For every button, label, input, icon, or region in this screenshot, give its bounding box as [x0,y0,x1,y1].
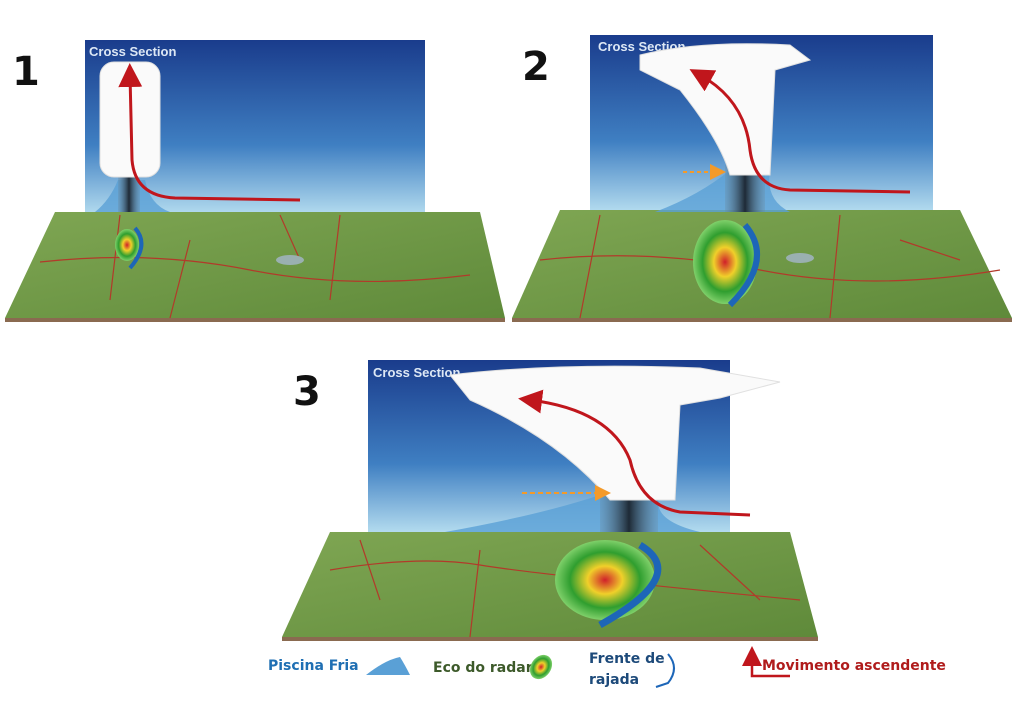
ground-map [512,210,1012,318]
legend: Piscina Fria Eco do radar Frente de raja… [268,646,946,688]
cloud [639,43,812,176]
legend-gust-front-label: Frente de [589,651,665,667]
radar-echo-icon [529,654,553,680]
stage-number: 2 [522,44,550,90]
gust-front [598,542,662,629]
radar-echo [115,229,139,261]
stage-number: 3 [293,369,321,415]
gust-front [727,223,760,308]
gust-front-icon [655,653,675,688]
roads [39,214,471,319]
updraft-arrow [118,63,301,202]
cross-section-label: Cross Section [89,44,176,59]
updraft-arrow [518,389,751,517]
radar-echo [555,540,655,620]
radar-echo [693,220,757,304]
roads [539,214,1001,319]
panel-stage-1: 1 Cross Section [5,40,505,322]
cross-section-label: Cross Section [373,365,460,380]
panel-stage-3: 3 Cross Section [282,360,818,641]
lake [786,253,814,263]
cold-pool-icon [366,657,410,675]
stage-number: 1 [12,49,40,95]
ground-edge [512,318,1012,322]
legend-cold-pool-label: Piscina Fria [268,658,359,674]
legend-updraft-label: Movimento ascendente [762,658,946,674]
legend-radar-echo-label: Eco do radar [433,660,533,676]
ground-edge [282,637,818,641]
ground-edge [5,318,505,322]
updraft-arrow [689,69,911,194]
roads [329,539,801,638]
lake [276,255,304,265]
ground-map [5,212,505,318]
gust-front [128,226,144,270]
legend-gust-front-label-2: rajada [589,672,639,688]
panel-stage-2: 2 Cross Section [512,35,1012,322]
ground-map [282,532,818,637]
updraft-icon [742,646,790,678]
